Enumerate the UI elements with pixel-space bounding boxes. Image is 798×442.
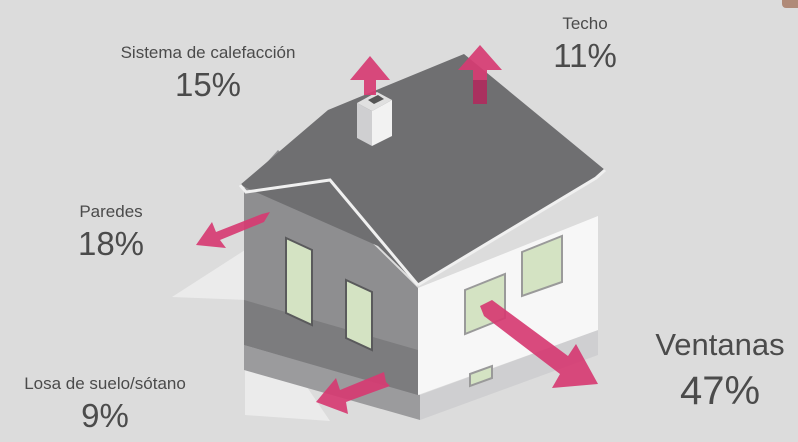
- left-wall-shadow: [244, 300, 418, 395]
- label-walls: Paredes 18%: [46, 202, 176, 263]
- arrow-floor: [316, 372, 390, 414]
- roof-percent: 11%: [553, 37, 617, 74]
- chimney-left-face: [357, 103, 372, 146]
- floor-basement-name: Losa de suelo/sótano: [24, 374, 186, 393]
- label-roof: Techo 11%: [520, 14, 650, 75]
- label-floor-basement: Losa de suelo/sótano 9%: [0, 374, 210, 435]
- heating-system-percent: 15%: [174, 66, 242, 103]
- chimney-opening: [368, 95, 384, 104]
- foundation-left: [244, 345, 420, 420]
- window-front-2: [521, 234, 563, 298]
- walls-name: Paredes: [79, 202, 143, 221]
- chimney-front-face: [372, 100, 392, 146]
- window-left-2: [345, 278, 373, 352]
- windows-name: Ventanas: [655, 327, 785, 362]
- arrow-windows: [480, 300, 598, 388]
- arrow-roof-shadow: [473, 80, 487, 104]
- floor-basement-percent: 9%: [81, 397, 129, 434]
- corner-photo-fragment: [782, 0, 798, 8]
- cropped-corner-text: ...: [0, 0, 13, 4]
- label-windows: Ventanas 47%: [625, 327, 798, 413]
- windows-percent: 47%: [679, 369, 761, 413]
- arrow-walls: [196, 212, 270, 248]
- roof-name: Techo: [562, 14, 608, 33]
- window-left-1: [285, 236, 313, 327]
- walls-percent: 18%: [77, 225, 145, 262]
- heating-system-name: Sistema de calefacción: [120, 43, 296, 62]
- roof-edge-front: [417, 168, 606, 287]
- roof-edge-left: [238, 178, 420, 286]
- arrow-heating: [350, 56, 390, 95]
- arrow-roof: [458, 45, 502, 104]
- label-heating-system: Sistema de calefacción 15%: [78, 43, 338, 104]
- basement-vent: [469, 364, 493, 388]
